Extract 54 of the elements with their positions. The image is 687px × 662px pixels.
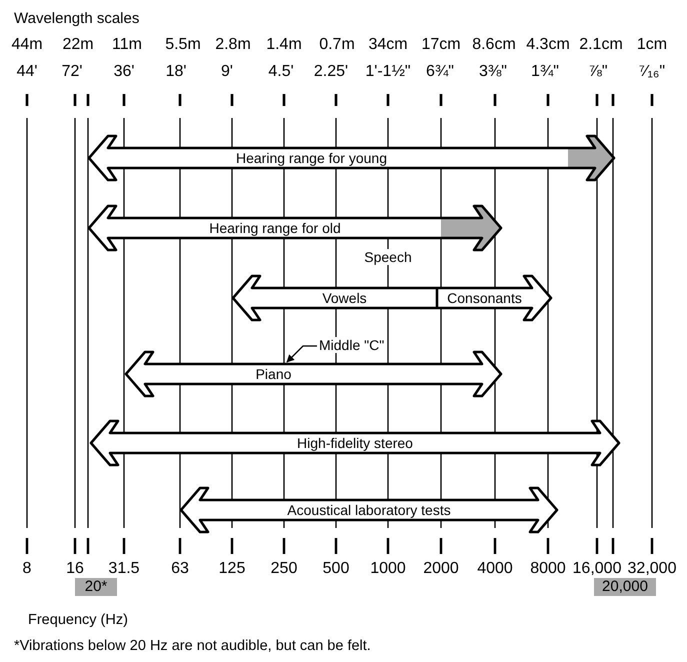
wavelength-label: 0.7m [319, 36, 355, 54]
wavelength-label: 1cm [636, 36, 668, 54]
band-label: Hearing range for old [209, 220, 341, 236]
wavelength-label: 17cm [421, 36, 461, 54]
wavelength-label: ⅞" [588, 63, 608, 81]
wavelength-label: 11m [112, 36, 142, 54]
wavelength-label: 72' [62, 63, 82, 81]
frequency-label: 16 [66, 560, 84, 578]
frequency-label: 2000 [423, 560, 459, 578]
leader-line [286, 345, 317, 363]
wavelength-label: ⁷⁄₁₆" [639, 63, 665, 81]
frequency-label: 1000 [370, 560, 406, 578]
highlighted-frequency-label: 20,000 [594, 578, 656, 596]
wavelength-label: 2.1cm [579, 36, 623, 54]
wavelength-label: 3⅜" [479, 63, 507, 81]
frequency-label: 8000 [530, 560, 566, 578]
wavelength-label: 1¾" [531, 63, 559, 81]
band-label: Acoustical laboratory tests [287, 502, 451, 518]
wavelength-label: 1'-1½" [365, 63, 411, 81]
band-label: High-fidelity stereo [297, 435, 413, 451]
wavelength-label: 36' [114, 63, 134, 81]
highlighted-frequency-label: 20* [75, 578, 117, 596]
wavelength-label: 1.4m [266, 36, 302, 54]
band-label: Consonants [447, 290, 522, 306]
band-label: Hearing range for young [236, 150, 387, 166]
wavelength-label: 9' [221, 63, 233, 81]
wavelength-label: 8.6cm [472, 36, 516, 54]
band-label: Piano [256, 366, 292, 382]
wavelength-label: 44m [11, 36, 43, 54]
axis-title: Frequency (Hz) [28, 612, 128, 628]
callout-text: Middle "C" [318, 337, 386, 353]
wavelength-label: 18' [166, 63, 186, 81]
frequency-label: 31.5 [108, 560, 140, 578]
frequency-label: 8 [22, 560, 32, 578]
band-heading: Speech [362, 249, 414, 265]
wavelength-label: 22m [62, 36, 94, 54]
wavelength-label: 44' [16, 63, 38, 81]
wavelength-label: 2.8m [215, 36, 251, 54]
frequency-label: 4000 [477, 560, 513, 578]
wavelength-label: 4.3cm [526, 36, 570, 54]
band-label: Vowels [322, 290, 367, 306]
frequency-label: 500 [322, 560, 350, 578]
frequency-label: 63 [171, 560, 189, 578]
scale-title: Wavelength scales [14, 10, 140, 27]
frequency-label: 32,000 [628, 560, 676, 578]
frequency-label: 125 [218, 560, 246, 578]
footnote: *Vibrations below 20 Hz are not audible, but can be felt. [14, 638, 371, 654]
wavelength-label: 6¾" [426, 63, 454, 81]
wavelength-label: 4.5' [268, 63, 294, 81]
frequency-label: 250 [270, 560, 298, 578]
wavelength-label: 2.25' [314, 63, 348, 81]
wavelength-label: 5.5m [165, 36, 201, 54]
frequency-label: 16,000 [572, 560, 622, 578]
wavelength-label: 34cm [368, 36, 408, 54]
